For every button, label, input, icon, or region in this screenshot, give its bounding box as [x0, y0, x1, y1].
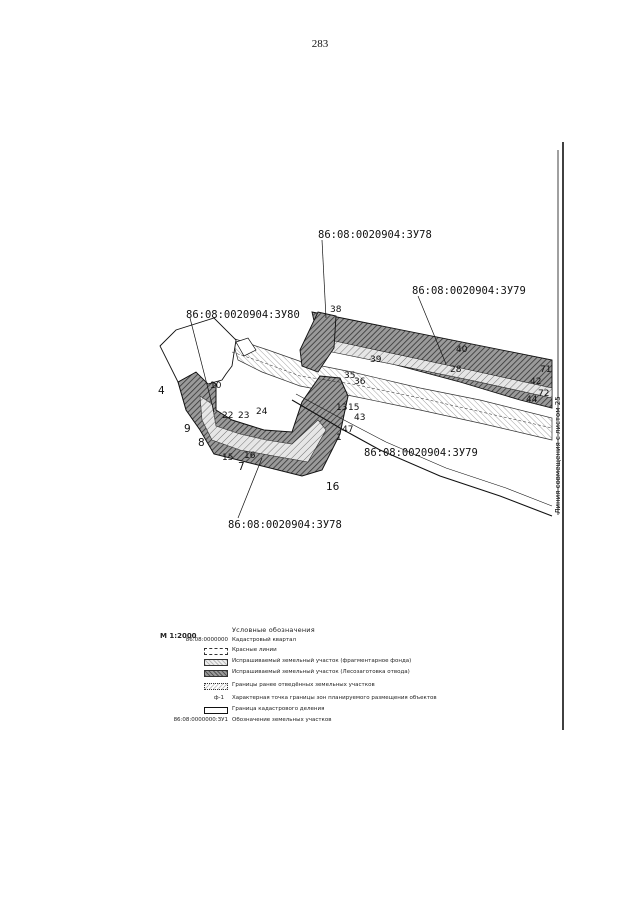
point-label: 4: [158, 385, 165, 397]
point-label: 43: [354, 413, 365, 423]
point-label: 35: [344, 371, 355, 381]
parcel-zu80-outline: [159, 317, 237, 385]
point-label: 71: [540, 365, 551, 375]
road-line-long: [291, 399, 553, 517]
point-label: 15: [222, 453, 233, 463]
point-label: 72: [538, 389, 549, 399]
legend-item: 86:08:0000000 Кадастровый квартал: [160, 637, 460, 647]
legend-text: Испрашиваемый земельный участок (Лесозаг…: [232, 669, 410, 675]
point-label: 40: [456, 345, 468, 355]
legend-text: Красные линии: [232, 647, 277, 653]
leader-left: [189, 317, 215, 413]
legend-symbol: [204, 683, 228, 690]
leader-right: [417, 295, 447, 365]
leader-top: [321, 239, 327, 319]
point-label: 36: [354, 377, 366, 387]
point-label: 15: [348, 403, 359, 413]
point-label: 42: [530, 377, 541, 387]
point-label: 9: [184, 423, 191, 435]
legend-symbol: [204, 648, 228, 655]
legend-text: Кадастровый квартал: [232, 637, 296, 643]
parcel-zu79-inner: [329, 339, 553, 399]
legend-item: Границы ранее отведённых земельных участ…: [160, 682, 460, 692]
point-label: 47: [342, 425, 353, 435]
road-line-edge: [231, 351, 553, 429]
page-number: 283: [311, 38, 329, 50]
parcel-main-l-shape: [177, 371, 349, 477]
parcel-main-inner: [199, 395, 327, 463]
parcel-label-right: 86:08:0020904:ЗУ79: [412, 285, 526, 297]
point-label: 16: [244, 451, 256, 461]
point-label: 1: [336, 433, 342, 443]
parcel-label-left: 86:08:0020904:ЗУ80: [186, 309, 300, 321]
point-label: 16: [326, 481, 340, 493]
sheet-alignment-note: Линия совмещения с листом 25: [554, 396, 562, 513]
legend-item: Испрашиваемый земельный участок (Лесозаг…: [160, 669, 460, 679]
legend-text: Граница кадастрового деления: [232, 706, 325, 712]
legend-symbol: [204, 659, 228, 666]
legend-text: Испрашиваемый земельный участок (фрагмен…: [232, 658, 412, 664]
legend-item: Граница кадастрового деления: [160, 706, 460, 716]
legend-title: Условные обозначения: [232, 626, 315, 634]
point-label: 7: [238, 461, 245, 473]
legend-text: Границы ранее отведённых земельных участ…: [232, 682, 375, 688]
point-label: 13: [336, 403, 347, 413]
point-label: 22: [222, 411, 233, 421]
legend-code: 86:08:0000000: [185, 637, 228, 643]
point-label: 23: [238, 411, 249, 421]
legend-symbol: [204, 707, 228, 714]
point-label: 28: [450, 365, 462, 375]
road-line-long-2: [295, 393, 553, 507]
parcel-label-top: 86:08:0020904:ЗУ78: [318, 229, 432, 241]
point-label: 38: [330, 305, 342, 315]
legend-text: Обозначение земельных участков: [232, 717, 332, 723]
legend-item: Красные линии: [160, 647, 460, 657]
legend-text: Характерная точка границы зон планируемо…: [232, 695, 437, 701]
point-label: 39: [370, 355, 382, 365]
parcel-label-mid: 86:08:0020904:ЗУ79: [364, 447, 478, 459]
parcel-label-bottom: 86:08:0020904:ЗУ78: [228, 519, 342, 531]
legend-item: 86:08:0000000:ЗУ1 Обозначение земельных …: [160, 717, 460, 727]
point-label: 10: [210, 381, 222, 391]
legend-symbol: [204, 670, 228, 677]
point-label: 8: [198, 437, 205, 449]
point-label: 44: [526, 395, 538, 405]
leader-bottom: [237, 457, 263, 519]
legend-item: Испрашиваемый земельный участок (фрагмен…: [160, 658, 460, 668]
map-scale: М 1:2000: [160, 632, 197, 640]
parcel-zu78-corner: [299, 311, 337, 373]
point-label: 24: [256, 407, 268, 417]
legend-code: 86:08:0000000:ЗУ1: [173, 717, 228, 723]
legend-item: ф-1 Характерная точка границы зон планир…: [160, 695, 460, 705]
legend-code: ф-1: [213, 695, 224, 701]
parcel-small-box: [235, 337, 257, 357]
